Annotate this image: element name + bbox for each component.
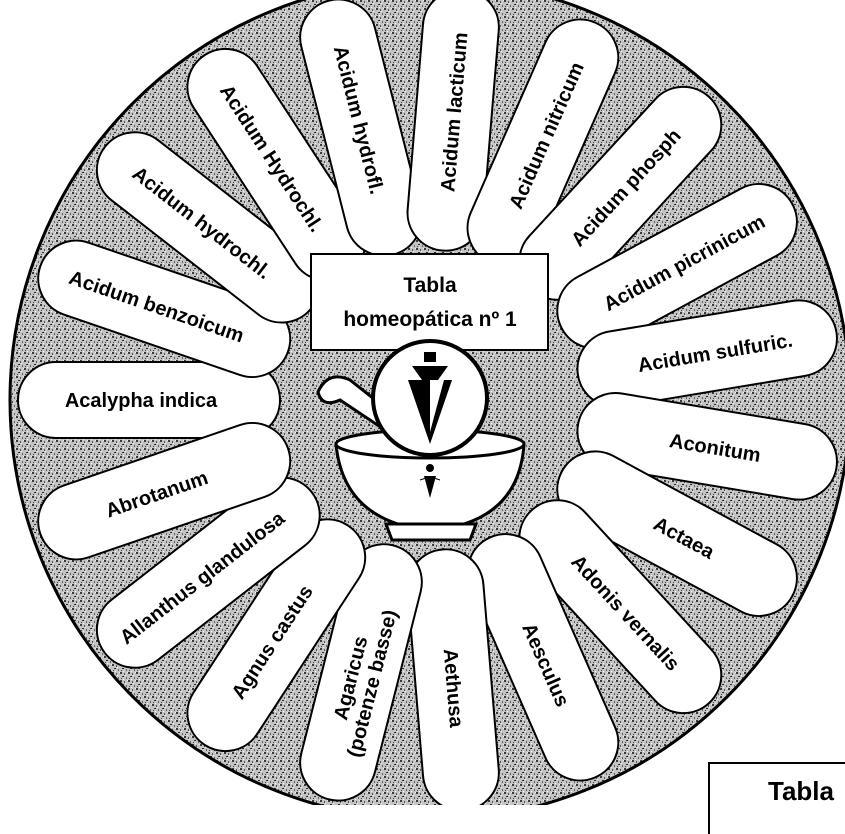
remedy-petal: Abrotanum [37,421,292,561]
pendulum-tip-icon [419,464,441,498]
remedy-petal-shape [556,183,798,350]
remedy-petal-shape [466,533,620,782]
title-line-2: homeopática nº 1 [343,308,517,331]
remedy-petal-shape [556,450,798,617]
remedy-petal-shape [406,0,500,252]
remedy-petal: Actaea [556,450,798,617]
remedy-petal: Acidum lacticum [406,0,500,252]
remedy-petal-shape [37,421,292,561]
remedy-petal: Agaricus(potenze basse) [299,543,423,802]
title-box: Tabla homeopática nº 1 [310,253,549,351]
remedy-petal: Agnus castus [186,518,367,753]
next-table-box: Tabla [708,762,845,834]
remedy-petal: Acalypha indica [17,361,281,439]
remedy-petal-shape [17,361,281,439]
remedy-petal-shape [186,518,367,753]
remedy-petal-shape [95,476,321,669]
remedy-petal: Acidum sulfuric. [576,299,838,409]
remedy-label: Acalypha indica [65,390,218,412]
pendulum-icon [371,339,489,457]
next-table-label: Tabla [768,776,834,806]
remedy-petal-shape [576,299,838,409]
remedy-petal-shape [518,499,723,715]
title-line-1: Tabla [403,274,457,297]
remedy-petal-shape [299,543,423,802]
remedy-petal: Acidum phosph [518,85,723,301]
remedy-petal-shape [406,548,500,805]
remedy-petal: Acidum hydrofl. [299,0,423,257]
remedy-petal: Aesculus [466,533,620,782]
remedy-petal-shape [37,239,292,379]
remedy-petal: Aethusa [406,548,500,805]
